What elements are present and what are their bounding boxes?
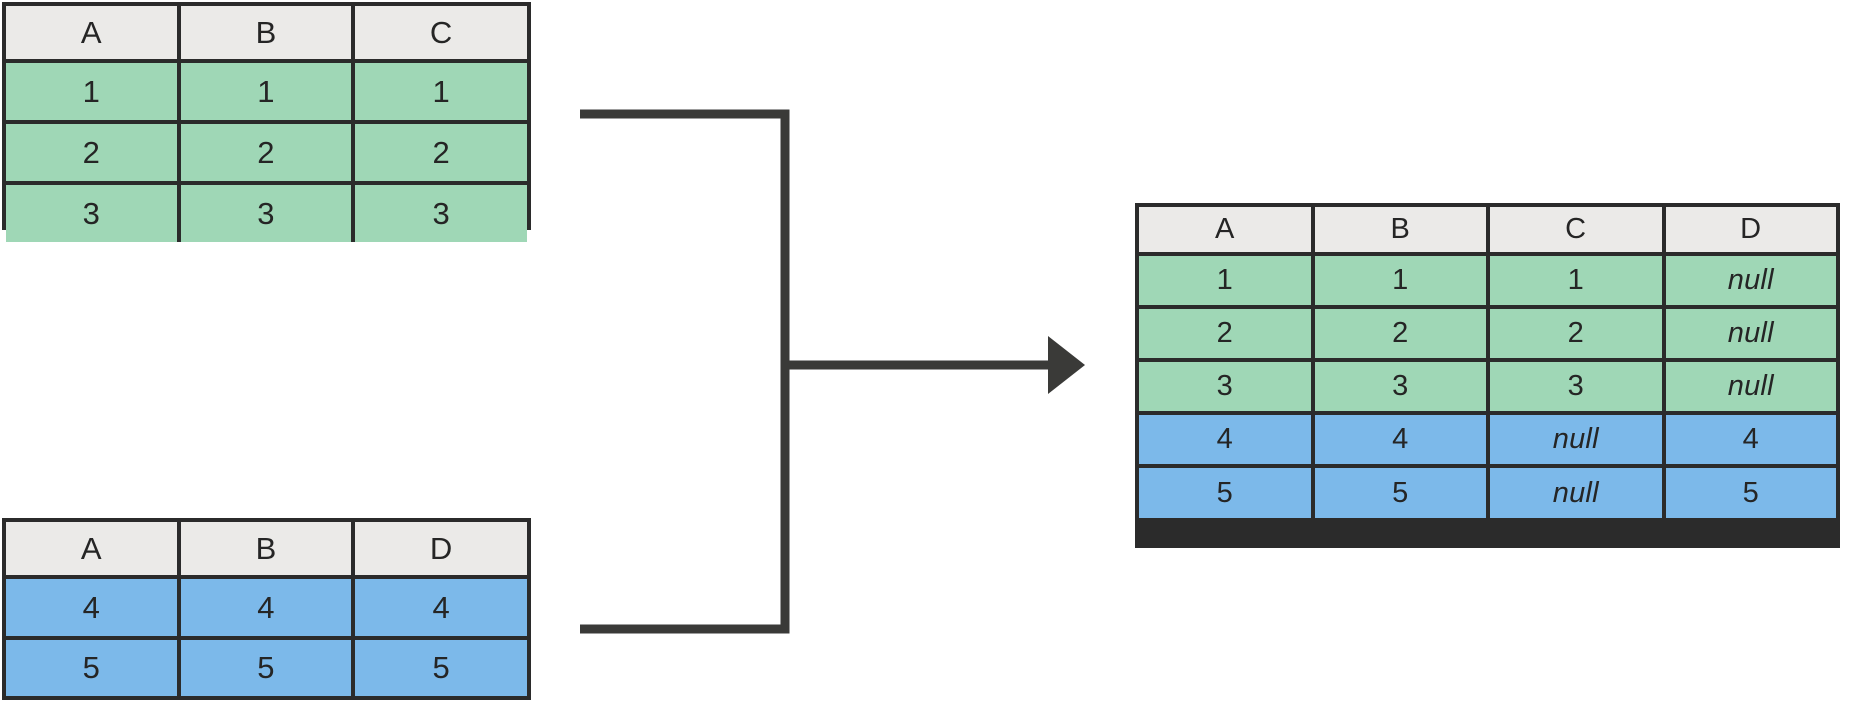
cell-c: 3 xyxy=(1490,362,1662,411)
cell-d: null xyxy=(1665,256,1836,305)
table-row: 3 3 3 null xyxy=(1139,362,1836,411)
cell-c: 3 xyxy=(355,185,527,242)
cell-c: 2 xyxy=(355,124,527,181)
table-row: 4 4 null 4 xyxy=(1139,415,1836,464)
bracket-path xyxy=(580,109,790,634)
table-row: 5 5 null 5 xyxy=(1139,468,1836,518)
cell-a: 2 xyxy=(1139,309,1311,358)
cell-b: 2 xyxy=(180,124,352,181)
column-header-b: B xyxy=(180,522,352,575)
table-row: 1 1 1 null xyxy=(1139,256,1836,305)
cell-b: 5 xyxy=(1314,468,1486,518)
cell-a: 1 xyxy=(6,63,177,120)
cell-b: 2 xyxy=(1314,309,1486,358)
cell-d: 5 xyxy=(1665,468,1836,518)
column-header-a: A xyxy=(1139,207,1311,252)
table-header-row: A B C xyxy=(6,6,527,59)
right-input-table: A B D 4 4 4 5 5 5 xyxy=(2,518,531,700)
table-row: 2 2 2 null xyxy=(1139,309,1836,358)
cell-b: 3 xyxy=(180,185,352,242)
cell-a: 3 xyxy=(6,185,177,242)
arrow-head-icon xyxy=(1048,336,1085,394)
cell-c: 1 xyxy=(355,63,527,120)
cell-d: null xyxy=(1665,362,1836,411)
left-input-table: A B C 1 1 1 2 2 2 3 3 3 xyxy=(2,2,531,242)
table-header-row: A B C D xyxy=(1139,207,1836,252)
table-row: 5 5 5 xyxy=(6,640,527,696)
result-table: A B C D 1 1 1 null 2 2 2 null 3 3 3 null… xyxy=(1135,203,1840,548)
cell-a: 4 xyxy=(6,579,177,636)
cell-a: 1 xyxy=(1139,256,1311,305)
cell-a: 5 xyxy=(6,640,177,696)
column-header-b: B xyxy=(180,6,352,59)
cell-a: 4 xyxy=(1139,415,1311,464)
table-row: 4 4 4 xyxy=(6,579,527,636)
cell-b: 4 xyxy=(180,579,352,636)
table-row: 1 1 1 xyxy=(6,63,527,120)
table-row: 2 2 2 xyxy=(6,124,527,181)
column-header-a: A xyxy=(6,6,177,59)
cell-b: 4 xyxy=(1314,415,1486,464)
column-header-d: D xyxy=(355,522,527,575)
cell-b: 1 xyxy=(1314,256,1486,305)
cell-d: 4 xyxy=(1665,415,1836,464)
cell-d: 4 xyxy=(355,579,527,636)
column-header-b: B xyxy=(1314,207,1486,252)
cell-a: 3 xyxy=(1139,362,1311,411)
column-header-d: D xyxy=(1665,207,1836,252)
column-header-a: A xyxy=(6,522,177,575)
column-header-c: C xyxy=(355,6,527,59)
cell-c: null xyxy=(1490,415,1662,464)
cell-a: 5 xyxy=(1139,468,1311,518)
cell-c: 1 xyxy=(1490,256,1662,305)
cell-b: 3 xyxy=(1314,362,1486,411)
cell-b: 5 xyxy=(180,640,352,696)
cell-d: 5 xyxy=(355,640,527,696)
column-header-c: C xyxy=(1490,207,1662,252)
table-row: 3 3 3 xyxy=(6,185,527,242)
cell-c: null xyxy=(1490,468,1662,518)
cell-a: 2 xyxy=(6,124,177,181)
cell-b: 1 xyxy=(180,63,352,120)
cell-d: null xyxy=(1665,309,1836,358)
table-header-row: A B D xyxy=(6,522,527,575)
cell-c: 2 xyxy=(1490,309,1662,358)
